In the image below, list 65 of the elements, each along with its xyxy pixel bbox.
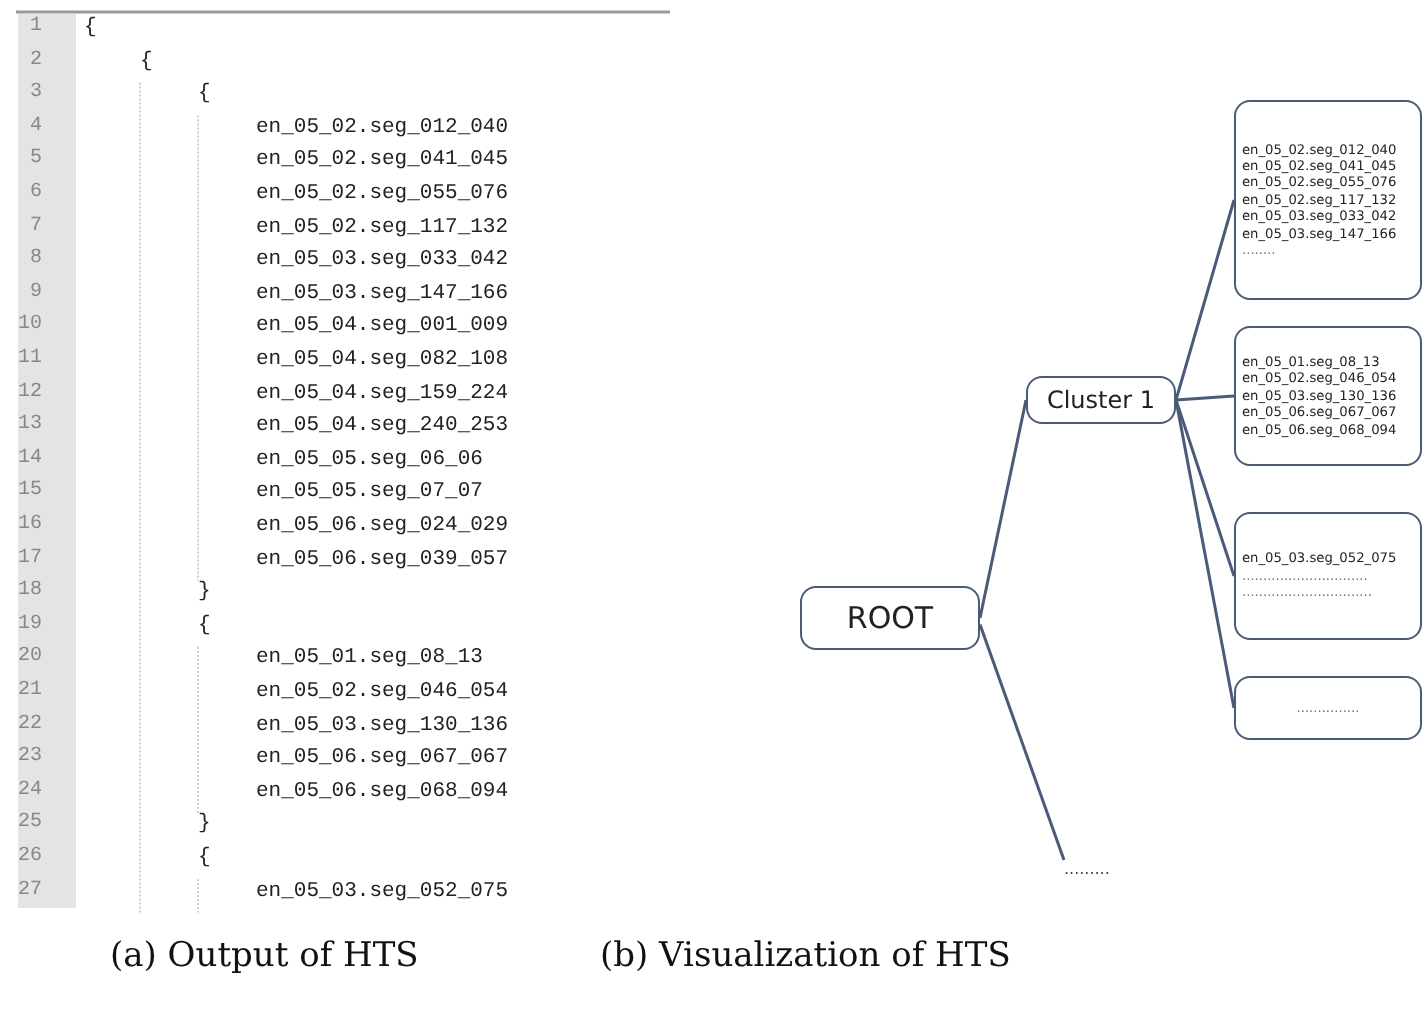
- line-number: 26: [18, 846, 43, 870]
- figure-caption: (b) Visualization of HTS: [600, 936, 1011, 976]
- code-line: en_05_03.seg_033_042: [256, 248, 509, 273]
- code-line: en_05_02.seg_041_045: [256, 148, 509, 173]
- code-line: en_05_03.seg_052_075: [256, 879, 509, 904]
- line-number: 16: [18, 514, 43, 538]
- line-number: 12: [18, 381, 43, 406]
- line-number: 24: [18, 779, 43, 804]
- line-number: 1: [30, 16, 43, 40]
- connector-line: [1174, 399, 1236, 709]
- ellipsis-text: .........: [1064, 860, 1144, 884]
- line-number: 22: [18, 713, 43, 738]
- code-line: en_05_04.seg_082_108: [256, 348, 509, 372]
- line-number: 23: [18, 746, 43, 771]
- code-line: {: [84, 16, 97, 40]
- code-line: en_05_01.seg_08_13: [256, 646, 483, 671]
- code-line: en_05_06.seg_024_029: [256, 514, 509, 538]
- code-line: en_05_06.seg_068_094: [256, 779, 509, 804]
- line-number: 18: [18, 580, 43, 605]
- line-number: 7: [30, 215, 43, 240]
- code-line: en_05_05.seg_06_06: [256, 447, 483, 472]
- code-line: en_05_03.seg_147_166: [256, 281, 509, 306]
- line-number: 2: [30, 49, 43, 74]
- code-line: {: [198, 613, 211, 638]
- code-line: en_05_04.seg_240_253: [256, 414, 509, 439]
- code-line: {: [198, 82, 211, 107]
- line-number: 3: [30, 82, 43, 107]
- line-number: 4: [30, 115, 43, 140]
- connector-line: [1174, 399, 1236, 577]
- line-number: 20: [18, 646, 43, 671]
- code-line: en_05_02.seg_046_054: [256, 680, 509, 704]
- connector-line: [978, 399, 1028, 619]
- code-line: en_05_04.seg_159_224: [256, 381, 509, 406]
- line-number: 17: [18, 547, 43, 572]
- code-line: en_05_02.seg_012_040: [256, 115, 509, 140]
- code-line: en_05_06.seg_039_057: [256, 547, 509, 572]
- code-line: en_05_06.seg_067_067: [256, 746, 509, 771]
- line-number: 19: [18, 613, 43, 638]
- line-number: 25: [18, 812, 43, 837]
- line-number: 21: [18, 680, 43, 704]
- line-number: 27: [18, 879, 43, 904]
- connector-line: [1174, 199, 1236, 401]
- figure-caption: (a) Output of HTS: [110, 936, 419, 976]
- line-number: 8: [30, 248, 43, 273]
- cluster-box: Cluster 1: [1026, 376, 1176, 424]
- line-number: 11: [18, 348, 43, 372]
- code-line: {: [198, 846, 211, 870]
- code-line: }: [198, 580, 211, 605]
- code-line: }: [198, 812, 211, 837]
- connector-line: [978, 623, 1066, 861]
- code-line: {: [140, 49, 153, 74]
- line-number: 14: [18, 447, 43, 472]
- line-number: 6: [30, 182, 43, 206]
- code-line: en_05_02.seg_117_132: [256, 215, 509, 240]
- line-number: 9: [30, 281, 43, 306]
- line-number: 5: [30, 148, 43, 173]
- line-number: 15: [18, 480, 43, 505]
- line-number: 10: [18, 314, 43, 339]
- connector-line: [1175, 394, 1235, 402]
- line-number: 13: [18, 414, 43, 439]
- code-line: en_05_02.seg_055_076: [256, 182, 509, 206]
- code-line: en_05_03.seg_130_136: [256, 713, 509, 738]
- code-line: en_05_05.seg_07_07: [256, 480, 483, 505]
- root-box: ROOT: [800, 586, 980, 650]
- code-line: en_05_04.seg_001_009: [256, 314, 509, 339]
